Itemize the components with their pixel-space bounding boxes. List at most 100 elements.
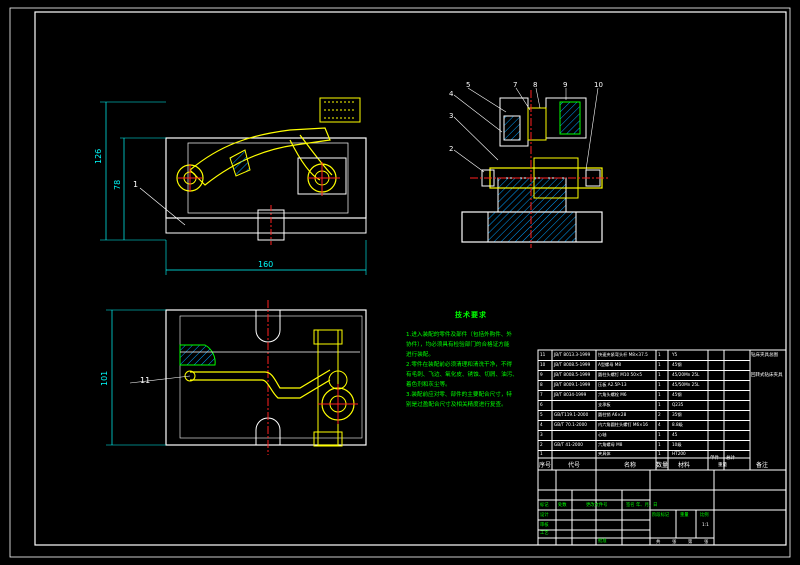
craft-label: 工艺 bbox=[540, 531, 549, 536]
top-body-outline bbox=[165, 309, 367, 446]
part-name: 圆柱头螺钉 M10 50×5 bbox=[598, 372, 643, 377]
part-name: 心轴 bbox=[598, 432, 607, 437]
part-name: 支承板 bbox=[598, 402, 611, 407]
part-material: 10级 bbox=[672, 442, 682, 447]
parts-list-row: 11 JB/T 8013.3-1999 快速夹紧弯头杆 M8×37.5 1 Y5 bbox=[538, 350, 750, 361]
parts-list-row: 3 心轴 1 45 bbox=[538, 430, 750, 441]
leader-label-side-4: 4 bbox=[449, 90, 454, 98]
stage-label: 阶段标记 bbox=[652, 513, 670, 518]
inner-frame-border bbox=[34, 11, 787, 546]
header-weight: 重量 bbox=[718, 463, 727, 468]
part-material: 8.8级 bbox=[672, 422, 683, 427]
leader-1 bbox=[139, 187, 186, 226]
notes-line: 进行装配。 bbox=[406, 352, 434, 358]
part-code: GB/T119.1-2000 bbox=[554, 412, 589, 417]
part-code: JB/T 8013.3-1999 bbox=[554, 352, 591, 357]
parts-list-row: 2 GB/T 41-2000 六角螺母 M8 1 10级 bbox=[538, 440, 750, 451]
part-material: 35钢 bbox=[672, 412, 682, 417]
part-code: JB/T 8034-1999 bbox=[554, 392, 587, 397]
rev-count: 处数 bbox=[558, 503, 567, 508]
dim-front-width: 160 bbox=[258, 260, 274, 269]
leader-label-11: 11 bbox=[140, 376, 151, 385]
part-no: 4 bbox=[540, 422, 543, 427]
header-unit-weight: 单件 bbox=[710, 456, 719, 461]
parts-list-row: 5 GB/T119.1-2000 圆柱销 A6×28 2 35钢 bbox=[538, 410, 750, 421]
leader-11 bbox=[129, 375, 191, 384]
part-material: 45/50Mn 25L bbox=[672, 382, 700, 387]
arm-section-hatch bbox=[229, 149, 251, 177]
rev-file: 更改文件号 bbox=[586, 503, 608, 508]
notes-line: 2.零件在装配前必须清理和清洗干净，不得 bbox=[406, 362, 513, 368]
part-no: 5 bbox=[540, 412, 543, 417]
header-qty: 数量 bbox=[656, 462, 669, 469]
parts-list-row: 9 JB/T 8008.5-1999 圆柱头螺钉 M10 50×5 1 45/2… bbox=[538, 370, 750, 381]
front-view bbox=[100, 97, 367, 275]
check-label: 审核 bbox=[540, 523, 549, 528]
notes-line: 别是过盈配合尺寸及相关精度进行复查。 bbox=[406, 402, 507, 408]
part-no: 10 bbox=[540, 362, 546, 367]
part-no: 7 bbox=[540, 392, 543, 397]
rev-mark: 标记 bbox=[540, 503, 549, 508]
notes-title: 技术要求 bbox=[455, 311, 487, 319]
leader-label-side-2: 2 bbox=[449, 145, 454, 153]
part-code: GB/T 70.1-2000 bbox=[554, 422, 587, 427]
clamp-arm bbox=[189, 127, 331, 186]
part-no: 11 bbox=[540, 352, 546, 357]
leader-label-1: 1 bbox=[133, 180, 139, 189]
rev-sign: 签名 bbox=[626, 503, 635, 508]
parts-list-row: 8 JB/T 8009.1-1999 压板 A2.5P-13 1 45/50Mn… bbox=[538, 380, 750, 391]
leader-label-side-5: 5 bbox=[466, 81, 471, 89]
part-name: 快速夹紧弯头杆 M8×37.5 bbox=[598, 352, 648, 357]
drawing-name-cell: 钻床夹具总图 bbox=[751, 353, 778, 358]
leader-label-side-9: 9 bbox=[563, 81, 568, 89]
header-name: 名称 bbox=[624, 462, 637, 469]
side-column bbox=[497, 177, 567, 213]
rev-date: 年、月、日 bbox=[636, 503, 658, 508]
knurled-knob bbox=[319, 97, 361, 123]
header-no: 序号 bbox=[539, 462, 552, 469]
part-no: 1 bbox=[540, 451, 543, 456]
notes-line: 1.进入装配的零件及部件（包括外购件、外 bbox=[406, 332, 513, 338]
part-material: 45 bbox=[672, 432, 678, 437]
part-no: 2 bbox=[540, 442, 543, 447]
part-code: JB/T 8008.5-1999 bbox=[554, 362, 591, 367]
dim-front-height-outer: 126 bbox=[94, 148, 103, 164]
part-qty: 1 bbox=[658, 352, 661, 357]
side-clamp bbox=[527, 107, 547, 141]
top-screw bbox=[317, 329, 339, 446]
part-material: 45/20Mn 25L bbox=[672, 372, 700, 377]
technical-notes: 技术要求 1.进入装配的零件及部件（包括外购件、外 协件），均必须具有检验部门的… bbox=[406, 310, 536, 410]
drawing-subtitle-cell: 回转式钻床夹具 bbox=[751, 373, 783, 378]
parts-list-row: 6 支承板 1 Q235 bbox=[538, 400, 750, 411]
part-qty: 1 bbox=[658, 442, 661, 447]
part-qty: 1 bbox=[658, 392, 661, 397]
sheets-no: 第 bbox=[688, 540, 693, 545]
scale-label: 比例 bbox=[700, 513, 709, 518]
title-block-bottom: 标记 处数 更改文件号 签名 年、月、日 设计 审核 工艺 批准 阶段标记 重量… bbox=[538, 490, 786, 545]
parts-list-row: 4 GB/T 70.1-2000 内六角圆柱头螺钉 M6×16 4 8.8级 bbox=[538, 420, 750, 431]
side-section-view bbox=[453, 87, 610, 248]
top-view bbox=[106, 300, 367, 455]
part-material: Y5 bbox=[672, 352, 678, 357]
notes-line: 3.装配前应对零、部件的主要配合尺寸，特 bbox=[406, 392, 513, 398]
parts-list-header: 序号 代号 名称 数量 材料 单件 总计 重量 备注 bbox=[538, 456, 786, 470]
part-qty: 2 bbox=[658, 412, 661, 417]
parts-list-row: 10 JB/T 8008.5-1999 A型螺母 M8 1 45钢 bbox=[538, 360, 750, 371]
notes-line: 着色剂和灰尘等。 bbox=[406, 382, 451, 388]
part-material: 45钢 bbox=[672, 362, 682, 367]
part-qty: 1 bbox=[658, 451, 661, 456]
dim-top-height: 101 bbox=[100, 370, 109, 386]
sheets-unit-a: 张 bbox=[672, 540, 677, 545]
header-code: 代号 bbox=[568, 462, 581, 469]
scale-value: 1:1 bbox=[702, 523, 709, 528]
part-code: JB/T 8009.1-1999 bbox=[554, 382, 591, 387]
parts-list-row: 1 夹具体 1 HT200 bbox=[538, 450, 750, 458]
approve-label: 批准 bbox=[598, 539, 607, 544]
part-name: 圆柱销 A6×28 bbox=[598, 412, 627, 417]
header-total-weight: 总计 bbox=[726, 456, 735, 461]
design-label: 设计 bbox=[540, 513, 549, 518]
part-name: 压板 A2.5P-13 bbox=[598, 382, 627, 387]
leader-label-side-8: 8 bbox=[533, 81, 538, 89]
part-qty: 4 bbox=[658, 422, 661, 427]
